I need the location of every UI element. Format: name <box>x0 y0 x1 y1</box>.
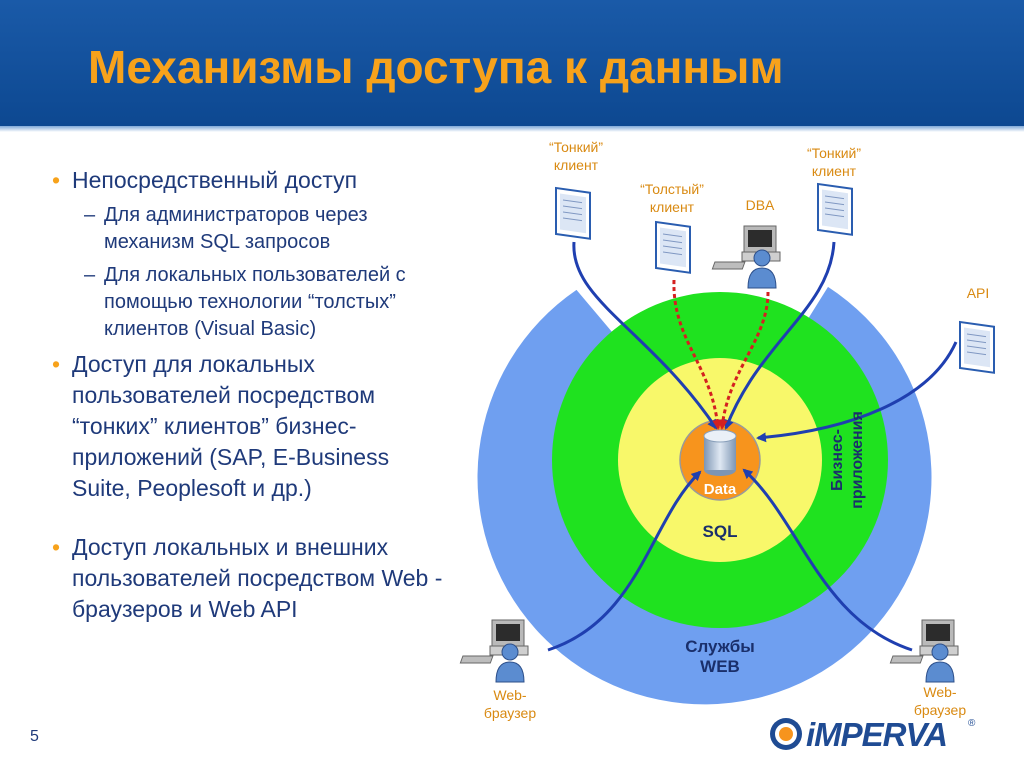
thin-client-right-label-line1: “Тонкий” <box>807 145 861 161</box>
thin-client-right-label-line2: клиент <box>812 163 857 179</box>
title-bar <box>0 0 1024 126</box>
sub-bullet-admins: Для администраторов через механизм SQL з… <box>50 202 450 256</box>
imperva-logo-icon <box>770 718 802 750</box>
title-bar-shadow <box>0 126 1024 132</box>
bullet-direct-access: Непосредственный доступ <box>50 165 450 196</box>
database-icon <box>703 429 737 476</box>
api-arrow <box>756 341 958 443</box>
imperva-logo: iMPERVA ® <box>768 714 983 754</box>
dba-label: DBA <box>746 197 775 213</box>
api-label: API <box>967 285 990 301</box>
fat-client-document-icon <box>655 220 691 274</box>
sql-label: SQL <box>703 522 738 541</box>
fat-client-arrow <box>672 279 723 430</box>
fat-client-label-line2: клиент <box>650 199 695 215</box>
thin-client-left-label-line1: “Тонкий” <box>549 139 603 155</box>
bullet-thin-clients: Доступ для локальных пользователей посре… <box>50 349 450 504</box>
thin-client-right-document-icon <box>817 182 853 236</box>
fat-client-label-line1: “Толстый” <box>640 181 704 197</box>
bullet-web-access: Доступ локальных и внешних пользователей… <box>50 532 450 625</box>
thin-client-left-document-icon <box>555 186 591 240</box>
web-browser-left-workstation-icon <box>459 619 529 683</box>
web-browser-left-arrow <box>547 470 702 652</box>
dba-arrow <box>717 291 770 430</box>
business-apps-label-line1: Бизнес- <box>829 429 846 491</box>
thin-client-left-arrow <box>572 241 718 430</box>
bullet-list: Непосредственный доступ Для администрато… <box>50 165 450 625</box>
page-number: 5 <box>30 728 39 745</box>
web-browser-right-label-line2: браузер <box>914 702 966 718</box>
web-browser-right-label-line1: Web- <box>923 684 957 700</box>
web-browser-left-label-line2: браузер <box>484 705 536 721</box>
business-apps-label-line2: приложения <box>849 411 866 509</box>
thin-client-right-arrow <box>724 241 836 430</box>
thin-client-left-label-line2: клиент <box>554 157 599 173</box>
registered-mark: ® <box>968 718 976 729</box>
data-label: Data <box>704 481 737 498</box>
web-services-label-line1: Службы <box>685 637 755 656</box>
web-browser-right-workstation-icon <box>889 619 959 683</box>
web-browser-right-arrow <box>742 468 913 652</box>
slide-title: Механизмы доступа к данным <box>88 41 784 93</box>
dba-workstation-icon <box>711 225 781 289</box>
imperva-logo-text: iMPERVA <box>806 716 948 753</box>
web-services-label-line2: WEB <box>700 657 740 676</box>
api-document-icon <box>959 320 995 374</box>
web-browser-left-label-line1: Web- <box>493 687 527 703</box>
sub-bullet-local-users: Для локальных пользователей с помощью те… <box>50 262 450 343</box>
